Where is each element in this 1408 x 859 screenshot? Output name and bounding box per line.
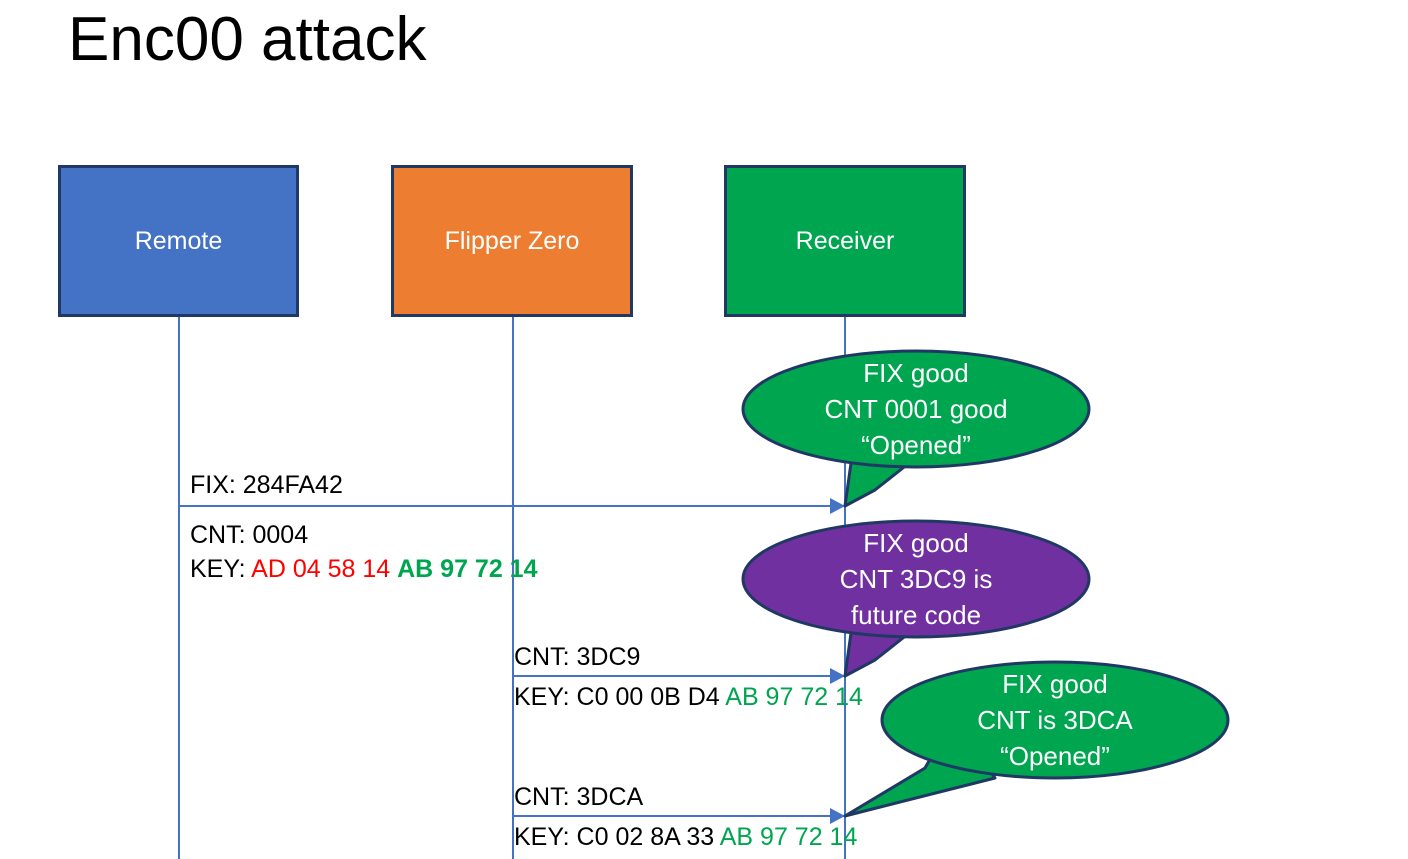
page-title: Enc00 attack (68, 5, 427, 74)
message-1-arrow-line (179, 505, 830, 507)
message-1-cnt-label: CNT: 0004 (190, 521, 309, 549)
message-2-cnt-label: CNT: 3DC9 (514, 643, 641, 671)
callout-body-2 (741, 519, 1091, 639)
actor-box-remote[interactable]: Remote (58, 165, 299, 317)
callout-bubble-receiver-2[interactable]: FIX good CNT 3DC9 is future code (740, 518, 1092, 678)
message-3-arrow-head (830, 808, 845, 824)
message-2-key-part-a: C0 00 0B D4 (576, 683, 720, 711)
message-2-key-part-b: AB 97 72 14 (725, 683, 863, 711)
message-1-key-part-a: AD 04 58 14 (251, 555, 391, 583)
callout-bubble-receiver-3[interactable]: FIX good CNT is 3DCA “Opened” (843, 658, 1265, 828)
message-3-key-part-a: C0 02 8A 33 (576, 823, 715, 851)
message-1-arrow-head (830, 498, 845, 514)
actor-label-remote: Remote (134, 226, 223, 255)
message-1-key-label: KEY: AD 04 58 14 AB 97 72 14 (190, 552, 538, 586)
callout-body-3 (880, 660, 1230, 780)
message-2-key-prefix: KEY: (514, 683, 577, 711)
lifeline-remote (178, 317, 180, 859)
message-1-key-part-b: AB 97 72 14 (397, 555, 538, 583)
callout-body-1 (741, 349, 1091, 469)
message-3-cnt-label: CNT: 3DCA (514, 783, 644, 811)
lifeline-flipper-zero (512, 317, 514, 859)
message-2-arrow-line (513, 675, 830, 677)
message-1-fix-label: FIX: 284FA42 (190, 471, 343, 499)
actor-label-flipper-zero: Flipper Zero (444, 226, 580, 255)
message-2-arrow-head (830, 668, 845, 684)
message-3-key-label: KEY: C0 02 8A 33 AB 97 72 14 (514, 820, 857, 854)
callout-bubble-receiver-1[interactable]: FIX good CNT 0001 good “Opened” (740, 348, 1092, 508)
message-1-key-prefix: KEY: (190, 555, 252, 583)
message-2-key-label: KEY: C0 00 0B D4 AB 97 72 14 (514, 680, 863, 714)
actor-box-receiver[interactable]: Receiver (724, 165, 966, 317)
message-3-arrow-line (513, 815, 830, 817)
message-3-key-part-b: AB 97 72 14 (719, 823, 858, 851)
actor-label-receiver: Receiver (795, 226, 895, 255)
message-3-key-prefix: KEY: (514, 823, 577, 851)
actor-box-flipper-zero[interactable]: Flipper Zero (391, 165, 633, 317)
